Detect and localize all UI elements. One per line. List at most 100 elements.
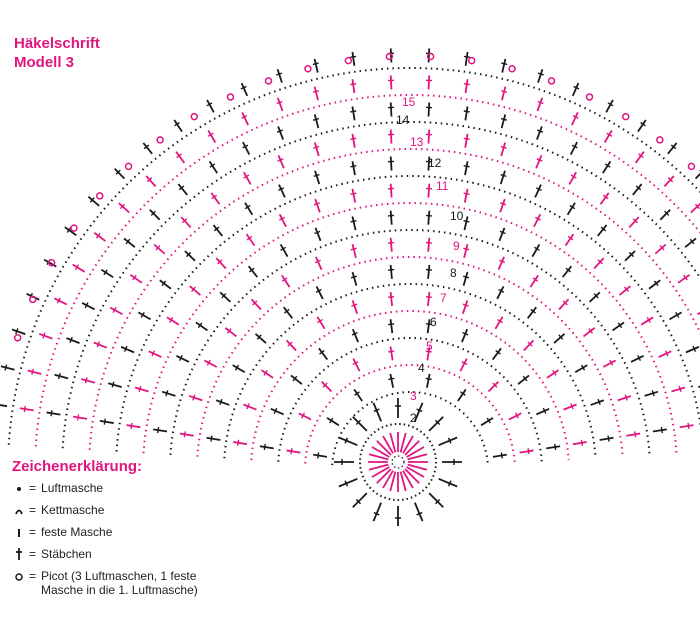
double-crochet-mark <box>389 237 393 252</box>
double-crochet-bar <box>597 398 601 405</box>
double-crochet-bar <box>314 230 321 235</box>
double-crochet-bar <box>562 300 568 306</box>
double-crochet-mark <box>290 374 303 385</box>
double-crochet-bar <box>263 443 266 451</box>
double-crochet-bar <box>103 418 106 425</box>
double-crochet-mark <box>270 408 285 416</box>
double-crochet-mark <box>188 395 203 402</box>
double-crochet-mark <box>177 183 188 196</box>
double-crochet-bar <box>463 55 470 58</box>
double-crochet-bar <box>434 498 441 505</box>
double-crochet-bar <box>50 410 53 417</box>
double-crochet-mark <box>426 319 431 334</box>
row-number: 13 <box>410 135 424 149</box>
double-crochet-bar <box>344 480 349 487</box>
double-crochet-bar <box>350 275 357 279</box>
row-number: 11 <box>436 179 449 193</box>
double-crochet-mark <box>206 436 221 441</box>
double-crochet-mark <box>561 265 573 278</box>
double-crochet-bar <box>552 370 557 376</box>
double-crochet-mark <box>389 264 393 279</box>
double-crochet-mark <box>285 339 297 352</box>
double-crochet-bar <box>500 452 504 459</box>
double-crochet-mark <box>126 424 141 429</box>
double-crochet-bar <box>514 412 519 419</box>
double-crochet-mark <box>534 184 542 198</box>
double-crochet-mark <box>389 183 393 198</box>
double-crochet-bar <box>197 322 203 329</box>
double-crochet-bar <box>312 90 319 93</box>
double-crochet-bar <box>637 355 642 362</box>
double-crochet-bar <box>354 391 360 396</box>
double-crochet-mark <box>286 449 301 454</box>
double-crochet-bar <box>447 480 452 487</box>
double-crochet-mark <box>590 399 605 406</box>
double-crochet-mark <box>659 209 671 221</box>
double-crochet-bar <box>292 375 298 382</box>
double-crochet-mark <box>531 244 541 258</box>
double-crochet-mark <box>605 99 614 113</box>
double-crochet-mark <box>353 388 363 402</box>
double-crochet-mark <box>313 114 320 129</box>
double-crochet-mark <box>425 373 431 388</box>
double-crochet-mark <box>19 407 34 412</box>
double-crochet-mark <box>189 285 202 296</box>
double-crochet-bar <box>634 431 637 438</box>
double-crochet-bar <box>500 145 507 149</box>
double-crochet-bar <box>243 174 250 179</box>
double-crochet-mark <box>463 216 469 231</box>
double-crochet-bar <box>537 129 544 133</box>
double-crochet-bar <box>165 390 169 397</box>
double-crochet-bar <box>463 219 470 223</box>
double-crochet-mark <box>313 58 319 73</box>
double-crochet-bar <box>350 165 357 168</box>
double-crochet-mark <box>389 291 393 307</box>
double-crochet-mark <box>276 97 284 112</box>
double-crochet-bar <box>351 303 358 307</box>
double-crochet-bar <box>281 277 288 282</box>
double-crochet-mark <box>53 297 68 306</box>
picot-mark <box>426 52 435 61</box>
double-crochet-bar <box>317 318 323 324</box>
double-crochet-mark <box>671 386 686 393</box>
double-crochet-bar <box>664 350 669 357</box>
double-crochet-mark <box>38 332 53 340</box>
legend-label: feste Masche <box>41 525 113 539</box>
double-crochet-mark <box>93 341 108 349</box>
double-crochet-mark <box>414 502 424 522</box>
double-crochet-mark <box>677 274 691 284</box>
double-crochet-mark <box>529 274 539 288</box>
double-crochet-mark <box>487 380 500 393</box>
double-crochet-mark <box>351 79 356 94</box>
double-crochet-mark <box>508 412 522 421</box>
chain-arc <box>115 175 700 452</box>
double-crochet-bar <box>263 370 268 376</box>
double-crochet-bar <box>221 293 227 299</box>
double-crochet-mark <box>438 436 458 446</box>
picot-mark <box>13 334 22 342</box>
chain-arc <box>142 202 678 454</box>
double-crochet-bar <box>234 364 240 371</box>
double-crochet-mark <box>599 192 610 205</box>
slip-stitch-icon <box>12 503 26 520</box>
double-crochet-mark <box>54 373 69 380</box>
double-crochet-mark <box>352 328 359 343</box>
double-crochet-bar <box>486 417 491 424</box>
double-crochet-bar <box>624 286 629 293</box>
double-crochet-mark <box>314 170 321 185</box>
double-crochet-mark <box>11 328 26 335</box>
double-crochet-bar <box>31 368 35 375</box>
double-crochet-bar <box>246 403 250 410</box>
double-crochet-mark <box>593 257 605 270</box>
double-crochet-mark <box>618 285 631 296</box>
double-crochet-bar <box>463 83 470 86</box>
double-crochet-mark <box>243 403 257 411</box>
double-crochet-mark <box>245 233 256 247</box>
double-crochet-bar <box>571 144 578 149</box>
double-crochet-mark <box>648 279 661 290</box>
double-crochet-mark <box>427 237 431 252</box>
double-crochet-bar <box>667 177 674 183</box>
double-crochet-bar <box>151 350 156 357</box>
double-crochet-bar <box>683 274 688 281</box>
